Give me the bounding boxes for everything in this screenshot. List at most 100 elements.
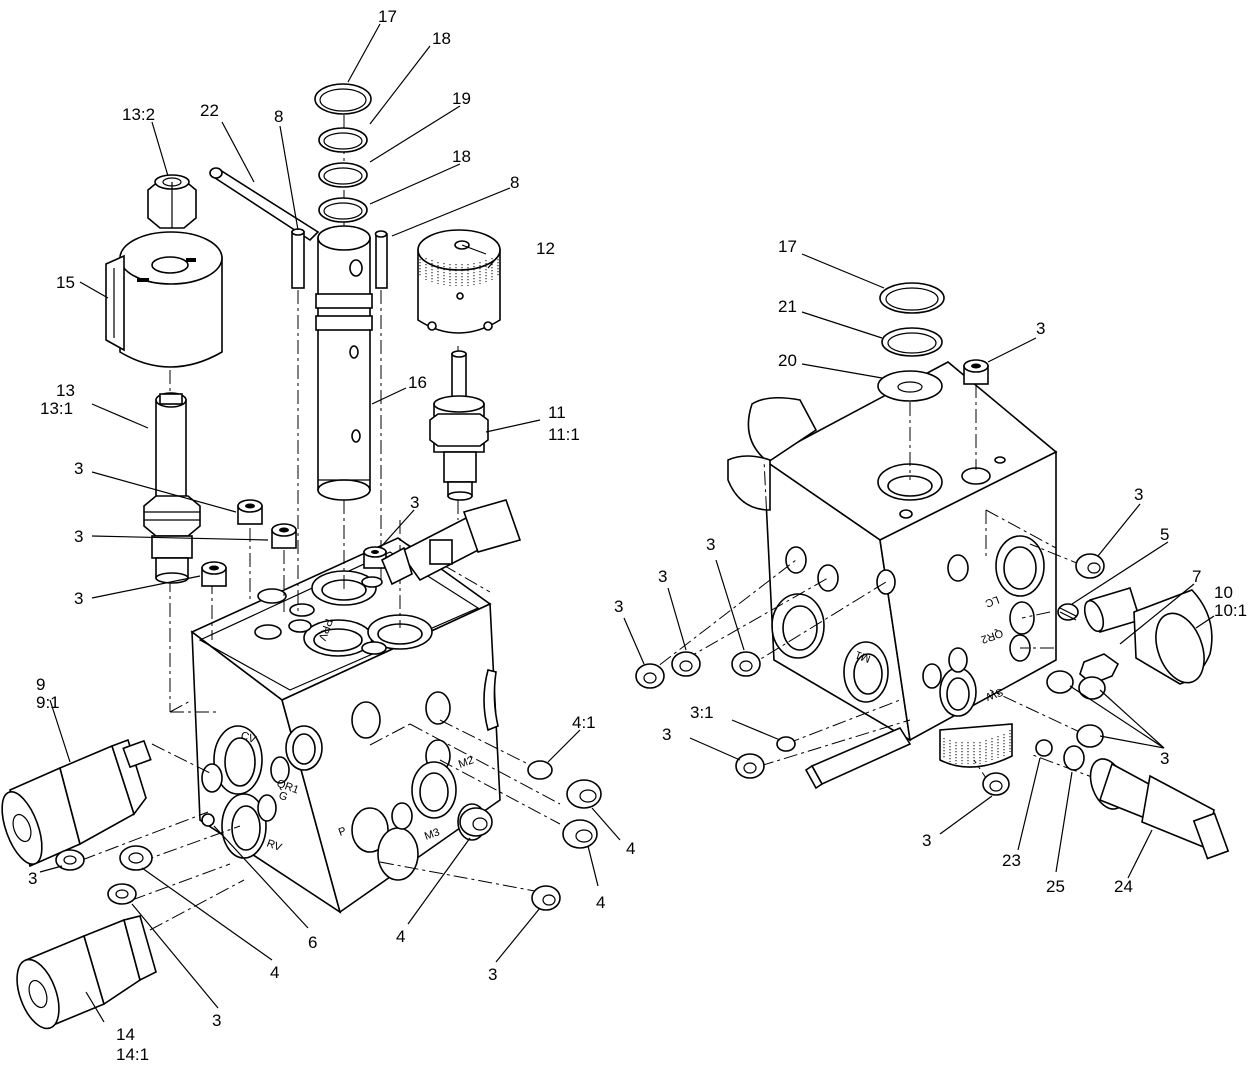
plug-3-right-d [735, 753, 765, 779]
callout-3: 3 [1036, 319, 1045, 338]
callout-10: 10 [1214, 583, 1233, 602]
callout-3: 3 [488, 965, 497, 984]
callout-3: 3 [922, 831, 931, 850]
plug-3-right-b [671, 651, 701, 677]
right-leader-lines [623, 253, 1215, 879]
relief-valve-14 [16, 915, 157, 1030]
port-label-m2: M2 [457, 754, 475, 771]
plug-3-g [107, 883, 137, 905]
o-ring-19 [318, 162, 368, 188]
callout-23: 23 [1002, 851, 1021, 870]
backup-ring-18-lower [318, 197, 368, 223]
plug-3-right-g [1046, 670, 1106, 748]
handle-rod-22 [209, 167, 320, 242]
callout-11: 11 [548, 403, 566, 422]
callout-17: 17 [378, 7, 397, 26]
pressure-sensor-24 [1089, 758, 1230, 860]
spring-5 [1057, 603, 1079, 621]
o-ring-4-1 [527, 760, 553, 780]
callout-labels: 17 18 19 18 8 22 8 13:2 15 12 13 13:1 16… [28, 7, 1247, 1064]
valve-spool-16 [315, 225, 373, 501]
callout-4: 4 [626, 839, 635, 858]
callout-24: 24 [1114, 877, 1133, 896]
plug-3-right-e [982, 772, 1010, 796]
control-knob-12 [417, 229, 501, 334]
port-label-m1: M1 [854, 648, 872, 665]
callout-15: 15 [56, 273, 75, 292]
plug-3-a [237, 499, 263, 525]
check-valve-7 [1079, 587, 1142, 685]
right-manifold-block: M1 LC QR2 SW [727, 361, 1058, 790]
callout-13: 13 [56, 381, 75, 400]
callout-9-1: 9:1 [36, 693, 60, 712]
plug-3-b [271, 523, 297, 549]
hex-nut-13-2 [147, 174, 197, 229]
right-assembly-centerlines [639, 384, 1101, 785]
callout-22: 22 [200, 101, 219, 120]
callout-3: 3 [74, 527, 83, 546]
o-ring-20 [877, 370, 943, 402]
plug-4-c [459, 807, 493, 837]
plug-4-b [562, 819, 598, 849]
callout-4: 4 [596, 893, 605, 912]
retaining-ring-17 [314, 83, 372, 115]
callout-3: 3 [212, 1011, 221, 1030]
left-leader-lines [39, 23, 621, 1023]
left-manifold-block: CV QR1 G RV M2 M3 P PRV [190, 537, 501, 914]
port-label-sw: SW [983, 685, 1004, 703]
callout-8: 8 [510, 173, 519, 192]
cartridge-valve-11 [429, 350, 489, 501]
ball-23 [1035, 739, 1053, 757]
callout-20: 20 [778, 351, 797, 370]
callout-11-1: 11:1 [548, 425, 580, 444]
plug-3-h [531, 885, 561, 911]
callout-14: 14 [116, 1025, 135, 1044]
backup-ring-21 [881, 327, 943, 357]
callout-25: 25 [1046, 877, 1065, 896]
callout-3: 3 [658, 567, 667, 586]
pin-8-right [374, 230, 388, 289]
plug-3-d [363, 546, 387, 569]
callout-4: 4 [396, 927, 405, 946]
callout-19: 19 [452, 89, 471, 108]
callout-3-1: 3:1 [690, 703, 714, 722]
port-label-cv: CV [239, 730, 258, 747]
plug-3-e [55, 849, 85, 871]
callout-3: 3 [1134, 485, 1143, 504]
callout-3: 3 [28, 869, 37, 888]
callout-8: 8 [274, 107, 283, 126]
right-manifold-assembly: M1 LC QR2 SW [623, 253, 1230, 879]
callout-3: 3 [1160, 749, 1169, 768]
callout-3: 3 [74, 589, 83, 608]
port-label-lc: LC [983, 593, 1000, 609]
left-manifold-assembly: CV QR1 G RV M2 M3 P PRV [1, 23, 621, 1030]
callout-9: 9 [36, 675, 45, 694]
callout-3: 3 [706, 535, 715, 554]
o-ring-25 [1063, 745, 1085, 771]
solenoid-coil-15 [105, 231, 223, 368]
callout-14-1: 14:1 [116, 1045, 149, 1064]
callout-10-1: 10:1 [1214, 601, 1247, 620]
retaining-ring-17-right [879, 282, 945, 314]
check-ball-6 [201, 813, 215, 827]
callout-18: 18 [452, 147, 471, 166]
plug-4-a [566, 779, 602, 809]
plug-3-right-top [963, 359, 989, 385]
callout-13-2: 13:2 [122, 105, 155, 124]
callout-16: 16 [408, 373, 427, 392]
callout-3: 3 [662, 725, 671, 744]
callout-6: 6 [308, 933, 317, 952]
plug-3-right-a [635, 663, 665, 689]
plug-3-right-f [1075, 553, 1105, 579]
port-label-rv: RV [265, 838, 284, 855]
o-ring-3-1 [776, 736, 796, 752]
callout-4: 4 [270, 963, 279, 982]
port-label-g: G [277, 790, 289, 804]
pressure-valve-10 [1133, 589, 1213, 685]
plug-3-right-c [731, 651, 761, 677]
callout-18: 18 [432, 29, 451, 48]
callout-7: 7 [1192, 567, 1201, 586]
callout-5: 5 [1160, 525, 1169, 544]
callout-17: 17 [778, 237, 797, 256]
